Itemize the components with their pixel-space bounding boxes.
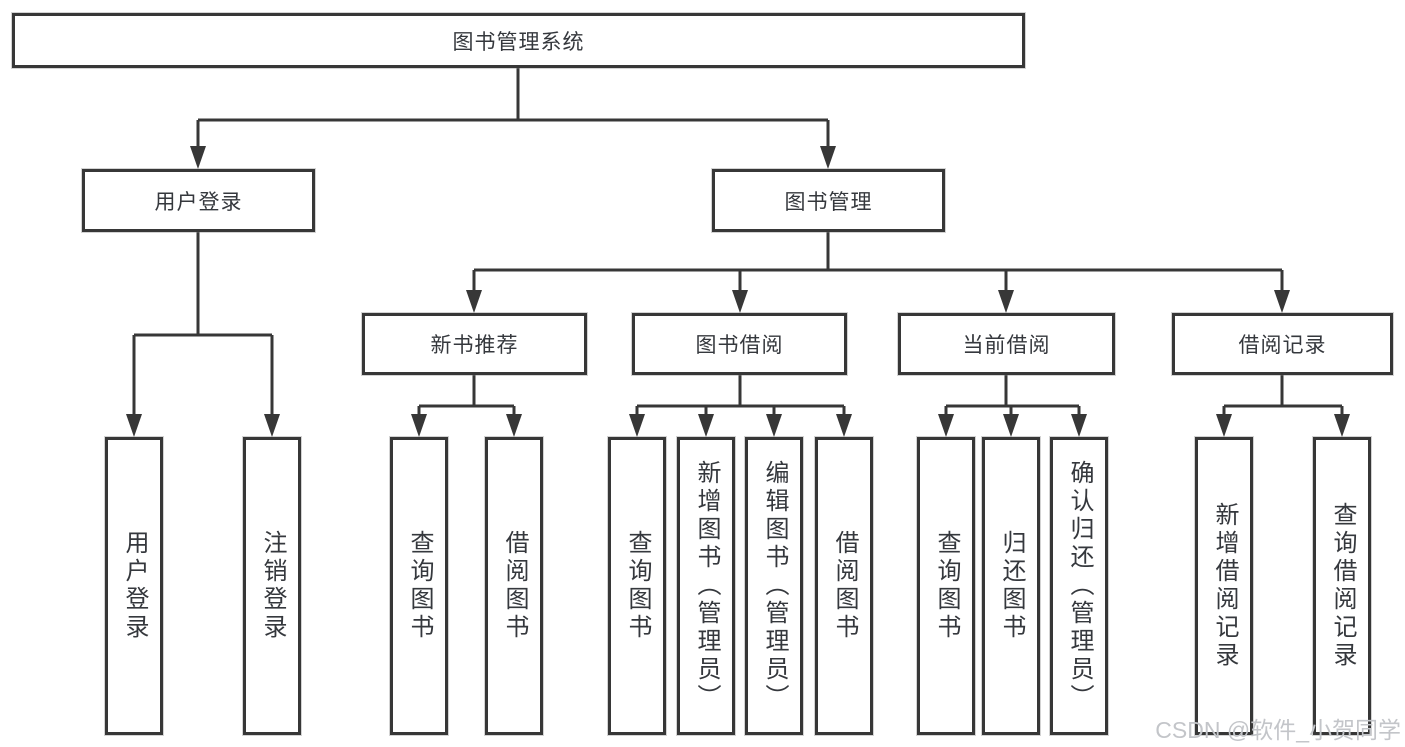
arrowhead-icon — [836, 414, 852, 437]
arrowhead-icon — [698, 414, 714, 437]
leaf-borrow-books-recommend: 借阅图书 — [485, 437, 543, 735]
node-label: 归还图书 — [998, 530, 1025, 642]
node-user-login-branch: 用户登录 — [82, 169, 315, 232]
arrowhead-icon — [938, 414, 954, 437]
leaf-add-book-admin: 新增图书（管理员） — [677, 437, 735, 735]
leaf-add-borrow-record: 新增借阅记录 — [1195, 437, 1253, 735]
node-label: 借阅图书 — [501, 530, 528, 642]
csdn-watermark: CSDN @软件_小贺同学 — [1155, 717, 1401, 743]
arrowhead-icon — [1003, 414, 1019, 437]
node-label: 新增图书（管理员） — [693, 460, 720, 712]
node-label: 借阅记录 — [1238, 334, 1327, 357]
arrowhead-icon — [1071, 414, 1087, 437]
leaf-confirm-return-admin: 确认归还（管理员） — [1050, 437, 1108, 735]
node-book-borrowing: 图书借阅 — [632, 313, 847, 375]
leaf-logout: 注销登录 — [243, 437, 301, 735]
arrowhead-icon — [1274, 290, 1290, 313]
node-new-book-recommend: 新书推荐 — [362, 313, 587, 375]
arrowhead-icon — [466, 290, 482, 313]
arrowhead-icon — [732, 290, 748, 313]
node-label: 当前借阅 — [962, 334, 1051, 357]
node-borrowing-records: 借阅记录 — [1172, 313, 1393, 375]
leaf-query-books-current: 查询图书 — [917, 437, 975, 735]
node-label: 查询借阅记录 — [1329, 502, 1356, 670]
arrowhead-icon — [506, 414, 522, 437]
leaf-user-login: 用户登录 — [105, 437, 163, 735]
arrowhead-icon — [820, 146, 836, 169]
node-current-borrowing: 当前借阅 — [898, 313, 1115, 375]
leaf-borrow-books: 借阅图书 — [815, 437, 873, 735]
node-book-management: 图书管理 — [712, 169, 945, 232]
node-library-system: 图书管理系统 — [12, 13, 1025, 68]
node-label: 确认归还（管理员） — [1066, 460, 1093, 712]
node-label: 查询图书 — [933, 530, 960, 642]
arrowhead-icon — [766, 414, 782, 437]
node-label: 注销登录 — [259, 530, 286, 642]
node-label: 查询图书 — [406, 530, 433, 642]
node-label: 编辑图书（管理员） — [761, 460, 788, 712]
leaf-query-borrow-record: 查询借阅记录 — [1313, 437, 1371, 735]
arrowhead-icon — [190, 146, 206, 169]
arrowhead-icon — [629, 414, 645, 437]
arrowhead-icon — [264, 414, 280, 437]
connector-path — [132, 68, 1344, 421]
node-label: 图书借阅 — [695, 334, 784, 357]
node-label: 查询图书 — [624, 530, 651, 642]
node-label: 用户登录 — [154, 190, 243, 214]
node-label: 新书推荐 — [430, 334, 519, 357]
leaf-return-books: 归还图书 — [982, 437, 1040, 735]
arrowhead-icon — [1216, 414, 1232, 437]
node-label: 图书管理 — [784, 190, 873, 214]
arrowhead-icon — [126, 414, 142, 437]
leaf-query-books-borrowing: 查询图书 — [608, 437, 666, 735]
node-label: 新增借阅记录 — [1211, 502, 1238, 670]
leaf-query-books-recommend: 查询图书 — [390, 437, 448, 735]
leaf-edit-book-admin: 编辑图书（管理员） — [745, 437, 803, 735]
node-label: 借阅图书 — [831, 530, 858, 642]
arrowhead-icon — [1334, 414, 1350, 437]
node-label: 图书管理系统 — [452, 30, 585, 54]
node-label: 用户登录 — [121, 530, 148, 642]
arrowhead-icon — [998, 290, 1014, 313]
arrowhead-icon — [411, 414, 427, 437]
